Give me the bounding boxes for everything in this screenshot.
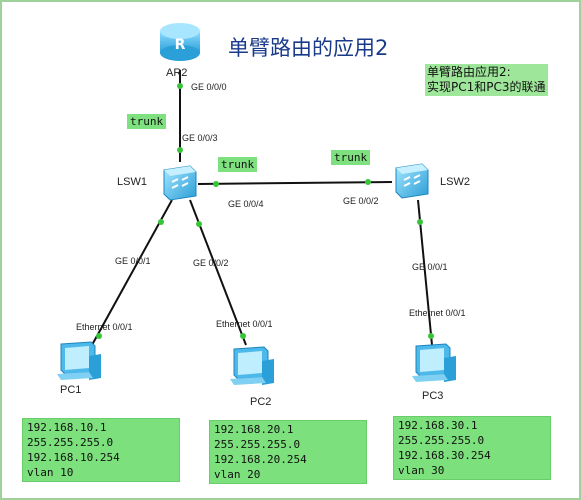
pc2-vlan: vlan 20 <box>214 468 261 481</box>
trunk-tag-lsw1-lsw2-left: trunk <box>218 157 258 172</box>
trunk-tag-ar2-lsw1: trunk <box>127 114 167 129</box>
lsw1-name: LSW1 <box>117 176 147 188</box>
port-label-lsw2-g001: GE 0/0/1 <box>412 262 448 272</box>
port-dot-lsw2-g002 <box>365 179 371 185</box>
link-lsw1-pc1 <box>91 199 173 346</box>
router-name: AR2 <box>166 67 188 79</box>
pc-icon[interactable] <box>410 342 460 384</box>
port-label-ar2-g000: GE 0/0/0 <box>191 82 227 92</box>
switch-icon[interactable] <box>392 160 432 200</box>
pc3-gateway: 192.168.30.254 <box>398 449 491 462</box>
port-dot-lsw1-g002 <box>196 221 202 227</box>
port-dot-lsw1-g003 <box>177 147 183 153</box>
pc2-gateway: 192.168.20.254 <box>214 453 307 466</box>
pc1-ip: 192.168.10.1 <box>27 421 107 434</box>
pc3-ip: 192.168.30.1 <box>398 419 478 432</box>
pc3-vlan: vlan 30 <box>398 464 445 477</box>
pc1-vlan: vlan 10 <box>27 466 74 479</box>
link-lsw1-lsw2 <box>197 181 393 185</box>
pc2-mask: 255.255.255.0 <box>214 438 301 451</box>
pc3-config-box: 192.168.30.1 255.255.255.0 192.168.30.25… <box>393 416 551 480</box>
port-dot-pc3-eth <box>428 333 434 339</box>
port-dot-lsw1-g001 <box>158 219 164 225</box>
pc-icon[interactable] <box>228 345 278 387</box>
port-label-pc1-eth: Ethernet 0/0/1 <box>76 322 133 332</box>
port-label-lsw1-g004: GE 0/0/4 <box>228 199 264 209</box>
port-label-lsw1-g002: GE 0/0/2 <box>193 258 229 268</box>
pc-icon[interactable] <box>55 340 105 382</box>
port-label-lsw2-g002: GE 0/0/2 <box>343 196 379 206</box>
port-dot-ar2-g000 <box>177 83 183 89</box>
svg-text:R: R <box>175 37 186 53</box>
port-label-pc3-eth: Ethernet 0/0/1 <box>409 308 466 318</box>
pc1-config-box: 192.168.10.1 255.255.255.0 192.168.10.25… <box>22 418 180 482</box>
lsw2-name: LSW2 <box>440 176 470 188</box>
note-line-2: 实现PC1和PC3的联通 <box>427 80 546 94</box>
port-dot-pc2-eth <box>240 333 246 339</box>
pc1-gateway: 192.168.10.254 <box>27 451 120 464</box>
pc3-name: PC3 <box>422 390 444 402</box>
pc1-mask: 255.255.255.0 <box>27 436 114 449</box>
pc1-name: PC1 <box>60 384 82 396</box>
pc2-ip: 192.168.20.1 <box>214 423 294 436</box>
pc2-name: PC2 <box>250 396 272 408</box>
port-dot-lsw2-g001 <box>417 219 423 225</box>
port-label-lsw1-g001: GE 0/0/1 <box>115 256 151 266</box>
router-icon[interactable]: R <box>156 17 204 65</box>
port-dot-pc1-eth <box>96 333 102 339</box>
port-label-pc2-eth: Ethernet 0/0/1 <box>216 319 273 329</box>
diagram-title: 单臂路由的应用2 <box>228 36 389 60</box>
pc3-mask: 255.255.255.0 <box>398 434 485 447</box>
port-dot-lsw1-g004 <box>213 181 219 187</box>
switch-icon[interactable] <box>160 162 200 202</box>
pc2-config-box: 192.168.20.1 255.255.255.0 192.168.20.25… <box>209 420 367 484</box>
note-line-1: 单臂路由应用2: <box>427 65 511 79</box>
trunk-tag-lsw1-lsw2-right: trunk <box>331 150 371 165</box>
diagram-note: 单臂路由应用2: 实现PC1和PC3的联通 <box>425 64 548 96</box>
port-label-lsw1-g003: GE 0/0/3 <box>182 133 218 143</box>
